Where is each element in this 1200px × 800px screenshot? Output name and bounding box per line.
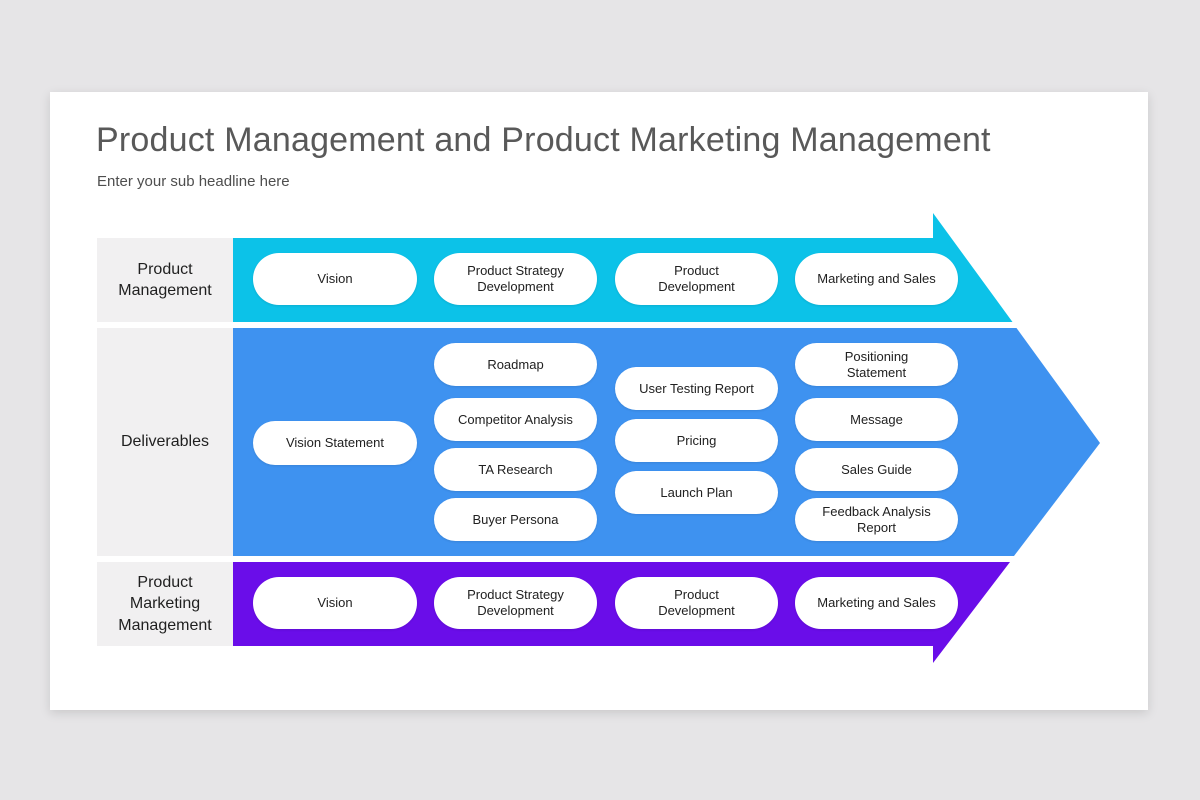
deliverable-pill-message: Message — [795, 398, 958, 441]
stage-pill-vision: Vision — [253, 253, 417, 305]
stage-pill-product-strategy-development: Product Strategy Development — [434, 253, 597, 305]
stage-pill-product-strategy-development-pmm: Product Strategy Development — [434, 577, 597, 629]
deliverable-pill-feedback-analysis-report: Feedback Analysis Report — [795, 498, 958, 541]
row-label-product-management: Product Management — [97, 238, 233, 322]
page-title: Product Management and Product Marketing… — [96, 121, 991, 159]
deliverable-pill-launch-plan: Launch Plan — [615, 471, 778, 514]
row-label-product-marketing-management: Product Marketing Management — [97, 562, 233, 646]
page-subtitle: Enter your sub headline here — [97, 173, 290, 190]
deliverable-pill-user-testing-report: User Testing Report — [615, 367, 778, 410]
deliverable-pill-sales-guide: Sales Guide — [795, 448, 958, 491]
deliverable-pill-pricing: Pricing — [615, 419, 778, 462]
deliverable-pill-vision-statement: Vision Statement — [253, 421, 417, 465]
stage-pill-product-development: Product Development — [615, 253, 778, 305]
stage-pill-vision-pmm: Vision — [253, 577, 417, 629]
deliverable-pill-buyer-persona: Buyer Persona — [434, 498, 597, 541]
deliverable-pill-competitor-analysis: Competitor Analysis — [434, 398, 597, 441]
stage-pill-marketing-and-sales-pmm: Marketing and Sales — [795, 577, 958, 629]
stage-pill-marketing-and-sales: Marketing and Sales — [795, 253, 958, 305]
row-label-deliverables: Deliverables — [97, 328, 233, 556]
deliverable-pill-positioning-statement: Positioning Statement — [795, 343, 958, 386]
stage-pill-product-development-pmm: Product Development — [615, 577, 778, 629]
deliverable-pill-roadmap: Roadmap — [434, 343, 597, 386]
deliverable-pill-ta-research: TA Research — [434, 448, 597, 491]
